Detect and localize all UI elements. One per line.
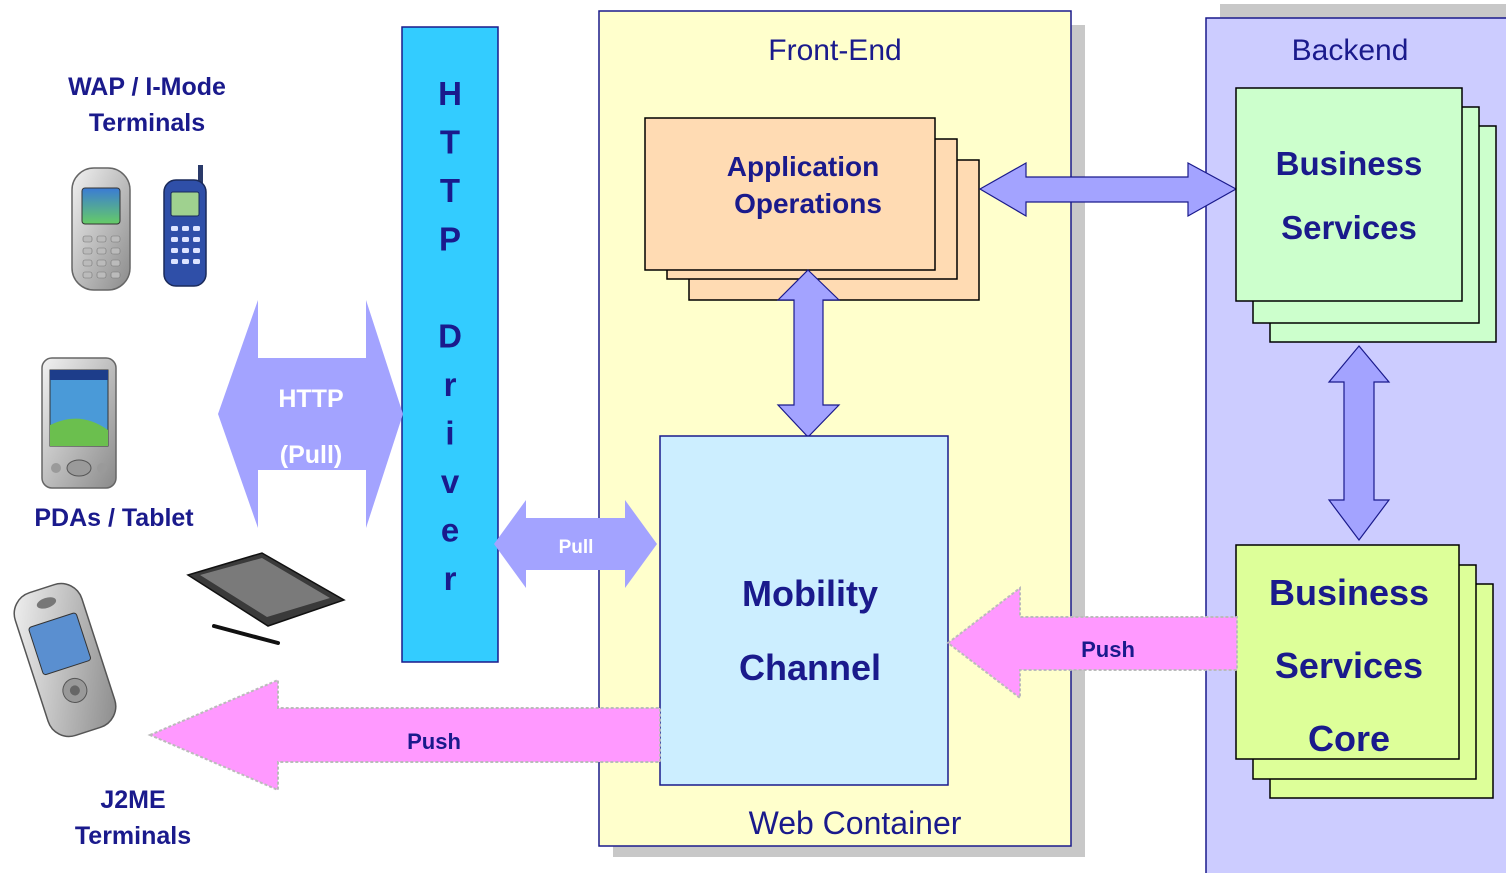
http-driver-letter: v [441,463,460,500]
pull-arrow-label: Pull [559,537,594,558]
services-core-arrow [1327,345,1391,541]
biz-core-label-line3: Core [1308,718,1390,759]
http-driver-letter: P [439,221,461,258]
http-driver-letter: D [438,318,462,355]
biz-services-label-line2: Services [1281,209,1417,246]
push-arrow-backend: Push [946,585,1238,701]
wap-label-line2: Terminals [89,109,205,137]
app-ops-business-arrow [978,161,1238,218]
http-driver-letter: e [441,512,459,549]
web-container-label: Web Container [749,805,962,841]
push-backend-label: Push [1081,637,1135,662]
biz-core-label-line1: Business [1269,572,1429,613]
smartphone-icon [13,582,117,738]
http-driver-letter: r [444,560,457,597]
front-end-title: Front-End [768,34,901,67]
mobile-phone-silver-icon [71,167,131,291]
biz-services-label-line1: Business [1276,145,1423,182]
wap-label-line1: WAP / I-Mode [68,73,226,101]
http-pull-label-line1: HTTP [278,385,343,413]
mobility-channel-box: Mobility Channel [659,435,949,786]
pda-label: PDAs / Tablet [34,504,194,532]
pull-arrow: Pull [494,500,657,588]
application-operations-stack: Application Operations [644,117,980,301]
push-arrow-terminals: Push [147,678,661,792]
biz-core-label-line2: Services [1275,645,1423,686]
http-driver-letter: r [444,366,457,403]
http-driver-letter: H [438,75,462,112]
http-driver-letter: i [445,415,454,452]
http-pull-label-line2: (Pull) [280,441,343,469]
pda-device-icon [41,357,117,489]
tablet-with-stylus-icon [186,552,346,645]
business-services-core-stack: Business Services Core [1235,544,1494,799]
app-ops-label-line2: Operations [734,188,882,219]
mobility-label-line1: Mobility [742,573,878,614]
j2me-label-line2: Terminals [75,822,191,850]
j2me-label-line1: J2ME [100,786,165,814]
app-ops-label-line1: Application [727,151,879,182]
mobility-label-line2: Channel [739,647,881,688]
http-driver-letter: T [440,172,460,209]
http-pull-arrow: HTTP (Pull) [218,300,403,528]
push-terminals-label: Push [407,729,461,754]
http-driver-letter: T [440,124,460,161]
mobile-phone-blue-icon [163,165,207,287]
backend-title: Backend [1292,34,1409,67]
business-services-stack: Business Services [1235,87,1497,343]
